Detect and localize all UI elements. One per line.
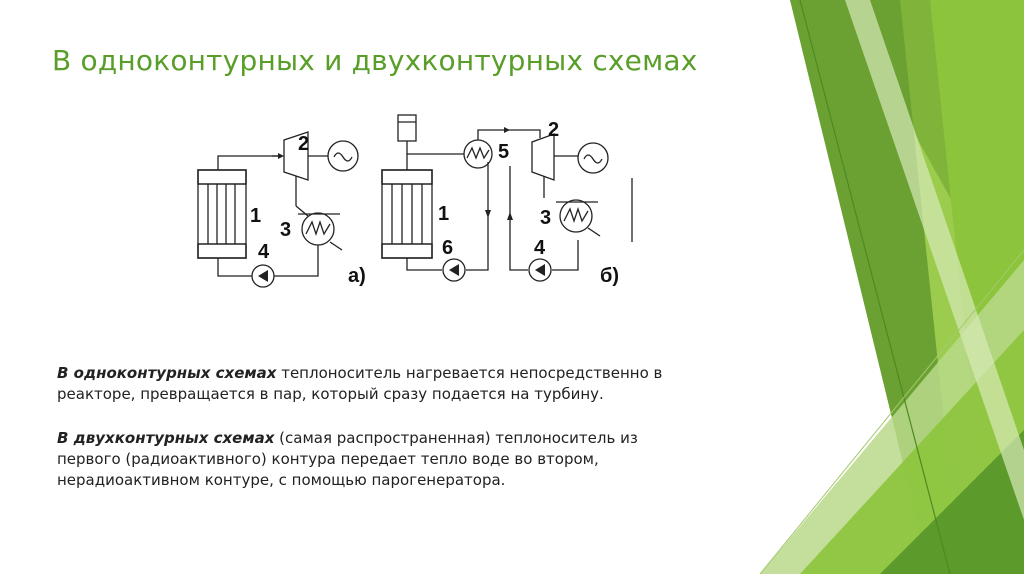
reactor-icon (197, 169, 247, 259)
emphasis-single-circuit: В одноконтурных схемах (57, 364, 277, 382)
label-a-3: 3 (280, 219, 291, 241)
condenser-icon (556, 199, 601, 237)
scheme-a: 1 2 3 4 а) (197, 131, 366, 288)
label-a-4: 4 (258, 241, 270, 263)
pump-icon-6 (442, 258, 466, 282)
label-a-2: 2 (298, 133, 309, 155)
caption-a: а) (348, 265, 366, 287)
condenser-icon (298, 212, 343, 251)
caption-b: б) (600, 265, 619, 287)
label-b-2: 2 (548, 119, 559, 141)
label-b-6: 6 (442, 237, 453, 259)
label-b-4: 4 (534, 237, 546, 259)
circuit-diagram: 1 2 3 4 а) (197, 114, 633, 288)
pump-icon-4 (528, 258, 552, 282)
scheme-b: 1 2 3 4 5 6 б) (381, 114, 633, 287)
paragraph-single-circuit: В одноконтурных схемах теплоноситель наг… (57, 363, 677, 405)
turbine-icon (283, 131, 309, 181)
reactor-icon (381, 169, 433, 259)
label-b-1: 1 (438, 203, 449, 225)
text-double-circuit: (самая распространенная) теплоноситель и… (57, 429, 638, 489)
paragraph-double-circuit: В двухконтурных схемах (самая распростра… (57, 428, 677, 491)
turbine-icon (531, 133, 555, 181)
generator-icon (577, 142, 609, 174)
label-b-3: 3 (540, 207, 551, 229)
steam-generator-icon (463, 139, 493, 169)
text-single-circuit: теплоноситель нагревается непосредственн… (57, 364, 663, 403)
generator-icon (327, 140, 359, 172)
label-a-1: 1 (250, 205, 261, 227)
label-b-5: 5 (498, 141, 509, 163)
emphasis-double-circuit: В двухконтурных схемах (57, 429, 275, 447)
pump-icon (251, 264, 275, 288)
slide-title: В одноконтурных и двухконтурных схемах (52, 44, 698, 77)
pressurizer-icon (397, 114, 417, 154)
